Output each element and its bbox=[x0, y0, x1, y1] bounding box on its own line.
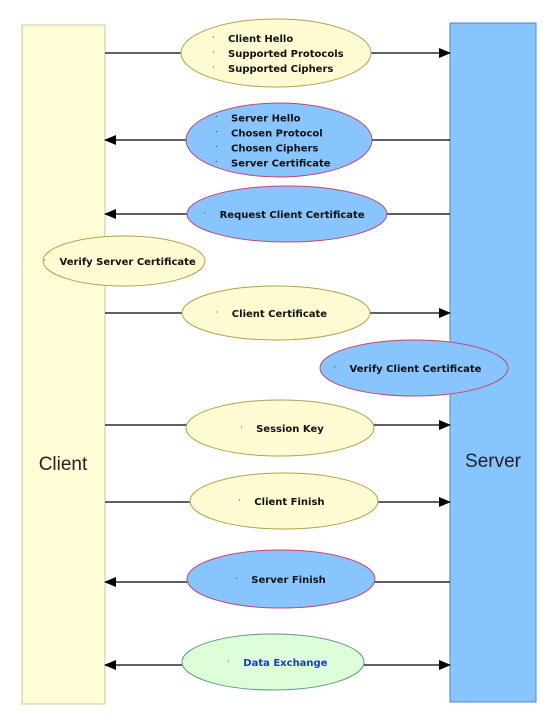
bullet-icon: · bbox=[235, 574, 238, 583]
bullet-icon: · bbox=[212, 63, 215, 72]
data-exchange-bubble bbox=[181, 633, 365, 691]
bullet-icon: · bbox=[215, 143, 218, 152]
bullet-icon: · bbox=[212, 48, 215, 57]
server-finish-bubble bbox=[186, 549, 376, 609]
step-server-finish: · Server Finish bbox=[104, 549, 450, 609]
session-key-label-0: Session Key bbox=[256, 424, 324, 435]
bullet-icon: · bbox=[215, 113, 218, 122]
step-verify-server-certificate: · Verify Server Certificate bbox=[42, 235, 206, 287]
server-hello-bubble bbox=[185, 102, 373, 178]
server-hello-label-0: Server Hello bbox=[231, 114, 301, 125]
bullet-icon: · bbox=[44, 256, 47, 265]
step-server-hello: · Server Hello · Chosen Protocol · Chosen Cip… bbox=[104, 102, 450, 178]
step-client-finish: · Client Finish bbox=[105, 472, 451, 530]
bullet-icon: · bbox=[240, 423, 243, 432]
server-hello-label-3: Server Certificate bbox=[231, 159, 331, 170]
bullet-icon: · bbox=[215, 128, 218, 137]
step-verify-client-certificate: · Verify Client Certificate bbox=[319, 339, 509, 397]
server-hello-label-2: Chosen Ciphers bbox=[231, 144, 318, 155]
bullet-icon: · bbox=[212, 33, 215, 42]
step-data-exchange: · Data Exchange bbox=[104, 633, 451, 691]
bullet-icon: · bbox=[204, 209, 207, 218]
request-client-certificate-label-0: Request Client Certificate bbox=[220, 210, 365, 221]
bullet-icon: · bbox=[238, 496, 241, 505]
verify-server-certificate-label-0: Verify Server Certificate bbox=[60, 257, 196, 268]
bullet-icon: · bbox=[215, 158, 218, 167]
client-hello-label-1: Supported Protocols bbox=[228, 49, 344, 60]
step-request-client-certificate: · Request Client Certificate bbox=[104, 185, 450, 243]
data-exchange-label-0: Data Exchange bbox=[243, 658, 327, 669]
client-finish-bubble bbox=[189, 472, 379, 530]
client-hello-bubble bbox=[180, 18, 372, 88]
client-label: Client bbox=[39, 454, 88, 475]
session-key-bubble bbox=[185, 399, 375, 457]
client-finish-label-0: Client Finish bbox=[254, 497, 324, 508]
verify-client-certificate-label-0: Verify Client Certificate bbox=[350, 364, 482, 375]
server-label: Server bbox=[465, 451, 522, 472]
request-client-certificate-bubble bbox=[186, 185, 388, 243]
client-certificate-bubble bbox=[181, 285, 371, 341]
verify-client-certificate-bubble bbox=[319, 339, 509, 397]
step-client-hello: · Client Hello · Supported Protocols · Suppor… bbox=[105, 18, 451, 88]
client-box bbox=[21, 24, 106, 705]
bullet-icon: · bbox=[216, 308, 219, 317]
handshake-steps: · Client Hello · Supported Protocols · Suppor… bbox=[42, 18, 509, 691]
step-client-certificate: · Client Certificate bbox=[105, 285, 451, 341]
client-hello-label-2: Supported Ciphers bbox=[228, 64, 333, 75]
step-session-key: · Session Key bbox=[105, 399, 451, 457]
bullet-icon: · bbox=[227, 657, 230, 666]
server-hello-label-1: Chosen Protocol bbox=[231, 129, 323, 140]
verify-server-certificate-bubble bbox=[42, 235, 206, 287]
bullet-icon: · bbox=[334, 363, 337, 372]
client-hello-label-0: Client Hello bbox=[228, 34, 293, 45]
server-finish-label-0: Server Finish bbox=[251, 575, 326, 586]
client-certificate-label-0: Client Certificate bbox=[232, 309, 327, 320]
